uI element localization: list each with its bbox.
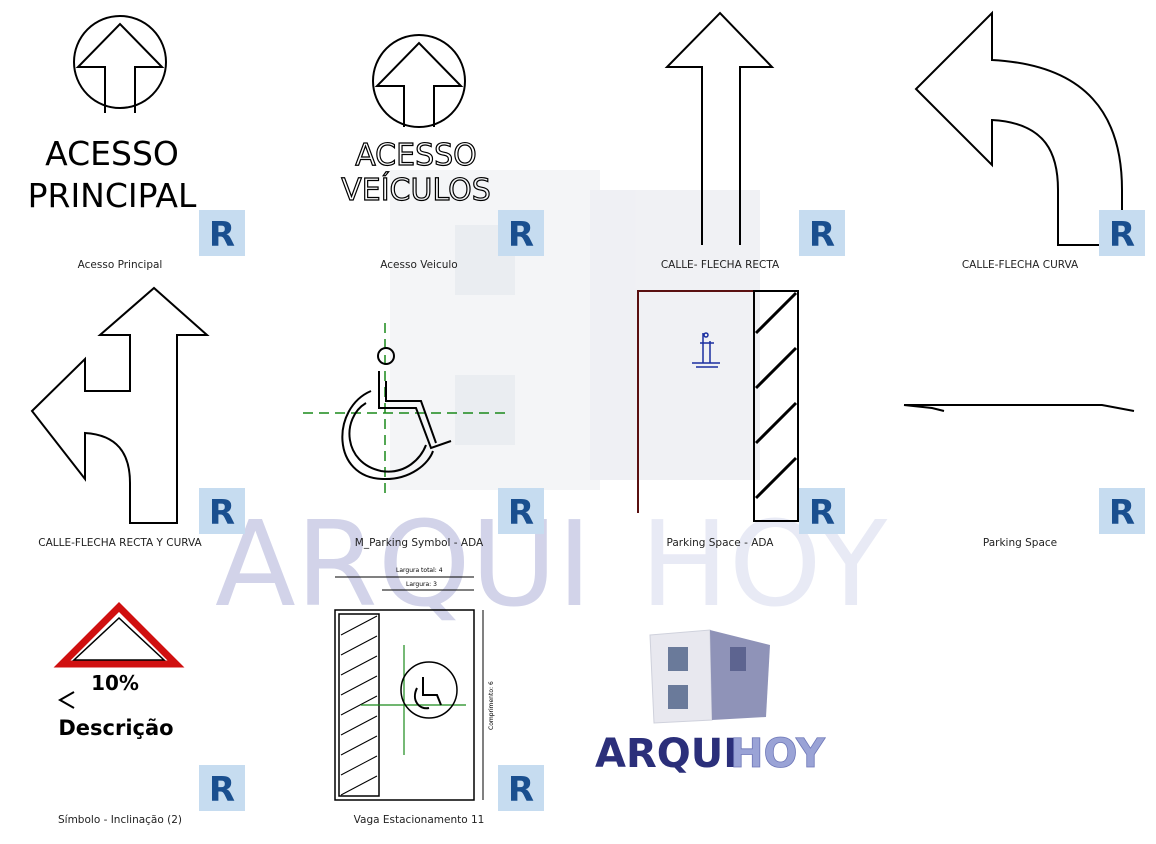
revit-badge-icon: R bbox=[498, 765, 544, 811]
wheelchair-icon bbox=[413, 677, 442, 710]
family-thumbnail bbox=[30, 286, 210, 524]
family-label: M_Parking Symbol - ADA bbox=[354, 537, 484, 549]
svg-text:R: R bbox=[508, 770, 534, 810]
logo-text-left: ARQUI bbox=[595, 731, 738, 777]
slope-triangle-icon bbox=[53, 602, 185, 668]
sign-line-2: VEÍCULOS bbox=[341, 172, 491, 208]
arquihoy-logo: ARQUI HOY bbox=[595, 629, 826, 777]
aisle-hatch bbox=[754, 291, 798, 500]
revit-badge-icon: R bbox=[1099, 488, 1145, 534]
straight-and-curved-arrow-icon bbox=[30, 286, 210, 524]
access-aisle bbox=[753, 290, 799, 522]
family-label: Acesso Principal bbox=[77, 259, 163, 271]
family-tile-vaga-estacionamento[interactable]: Largura total: 4 Largura: 3 Comprimento:… bbox=[271, 560, 567, 838]
sign-line-1: ACESSO bbox=[45, 134, 179, 173]
revit-badge-icon: R bbox=[199, 765, 245, 811]
family-tile-simbolo-inclinacao[interactable]: 10% Descrição R Símbolo - Inclinação (2) bbox=[0, 560, 268, 838]
circle-outline bbox=[73, 15, 167, 109]
revit-badge-icon: R bbox=[498, 488, 544, 534]
circle-outline bbox=[372, 34, 466, 128]
family-thumbnail bbox=[914, 10, 1123, 246]
family-label: Acesso Veiculo bbox=[380, 259, 458, 271]
svg-text:R: R bbox=[809, 215, 835, 255]
svg-text:R: R bbox=[809, 493, 835, 533]
family-thumbnail: ACESSO PRINCIPAL bbox=[28, 15, 197, 215]
family-tile-parking-space[interactable]: R Parking Space bbox=[872, 283, 1156, 561]
family-label: CALLE-FLECHA CURVA bbox=[961, 259, 1079, 271]
family-tile-calle-flecha-recta[interactable]: R CALLE- FLECHA RECTA bbox=[572, 5, 868, 283]
family-thumbnail: Largura total: 4 Largura: 3 Comprimento:… bbox=[334, 567, 495, 801]
dimension-width: Largura: 3 bbox=[406, 581, 437, 588]
dimension-total-width: Largura total: 4 bbox=[396, 567, 443, 574]
revit-badge-icon: R bbox=[498, 210, 544, 256]
accessible-symbol-circle bbox=[400, 661, 458, 719]
family-label: Símbolo - Inclinação (2) bbox=[58, 814, 182, 826]
logo-building-side bbox=[710, 630, 770, 720]
svg-text:R: R bbox=[508, 493, 534, 533]
aisle-hatch bbox=[340, 615, 378, 796]
wheelchair-icon bbox=[341, 347, 452, 481]
family-tile-acesso-veiculo[interactable]: ACESSO VEÍCULOS R Acesso Veiculo bbox=[271, 5, 567, 283]
family-tile-calle-flecha-curva[interactable]: R CALLE-FLECHA CURVA bbox=[872, 5, 1156, 283]
family-label: Parking Space - ADA bbox=[666, 537, 774, 549]
up-arrow-icon bbox=[374, 41, 464, 127]
logo-text-right: HOY bbox=[730, 731, 826, 777]
family-tile-calle-flecha-recta-y-curva[interactable]: R CALLE-FLECHA RECTA Y CURVA bbox=[0, 283, 268, 561]
svg-text:R: R bbox=[209, 493, 235, 533]
svg-text:R: R bbox=[209, 770, 235, 810]
revit-badge-icon: R bbox=[199, 488, 245, 534]
wheelchair-icon bbox=[692, 332, 720, 368]
logo-building-front bbox=[649, 629, 713, 724]
family-tile-parking-space-ada[interactable]: R Parking Space - ADA bbox=[572, 283, 868, 561]
svg-text:R: R bbox=[209, 215, 235, 255]
revit-badge-icon: R bbox=[199, 210, 245, 256]
family-thumbnail: 10% Descrição bbox=[53, 602, 185, 740]
family-thumbnail bbox=[303, 323, 511, 498]
parking-stall bbox=[334, 609, 475, 801]
family-label: CALLE-FLECHA RECTA Y CURVA bbox=[38, 537, 202, 549]
slope-percent: 10% bbox=[91, 671, 139, 695]
family-thumbnail: ACESSO VEÍCULOS bbox=[341, 34, 491, 209]
svg-text:R: R bbox=[1109, 493, 1135, 533]
svg-text:R: R bbox=[508, 215, 534, 255]
sign-line-1: ACESSO bbox=[355, 138, 477, 173]
family-tile-parking-symbol-ada[interactable]: R M_Parking Symbol - ADA bbox=[271, 283, 567, 561]
parking-space-line bbox=[903, 404, 1135, 412]
family-thumbnail bbox=[903, 404, 1135, 412]
space-outline bbox=[637, 290, 755, 513]
family-thumbnail bbox=[637, 290, 799, 522]
sign-line-2: PRINCIPAL bbox=[28, 176, 197, 215]
family-label: Vaga Estacionamento 11 bbox=[353, 814, 485, 826]
left-arrow-icon bbox=[57, 691, 75, 709]
up-arrow-icon bbox=[75, 22, 165, 113]
family-label: Parking Space bbox=[982, 537, 1058, 549]
family-label: CALLE- FLECHA RECTA bbox=[660, 259, 780, 271]
revit-badge-icon: R bbox=[1099, 210, 1145, 256]
straight-arrow-icon bbox=[664, 11, 775, 245]
revit-badge-icon: R bbox=[799, 210, 845, 256]
slope-description: Descrição bbox=[58, 716, 173, 740]
family-tile-acesso-principal[interactable]: ACESSO PRINCIPAL R Acesso Principal bbox=[0, 5, 268, 283]
curved-arrow-icon bbox=[914, 10, 1123, 246]
family-thumbnail bbox=[664, 11, 775, 245]
dimension-length: Comprimento: 6 bbox=[488, 681, 495, 730]
svg-text:R: R bbox=[1109, 215, 1135, 255]
revit-badge-icon: R bbox=[799, 488, 845, 534]
